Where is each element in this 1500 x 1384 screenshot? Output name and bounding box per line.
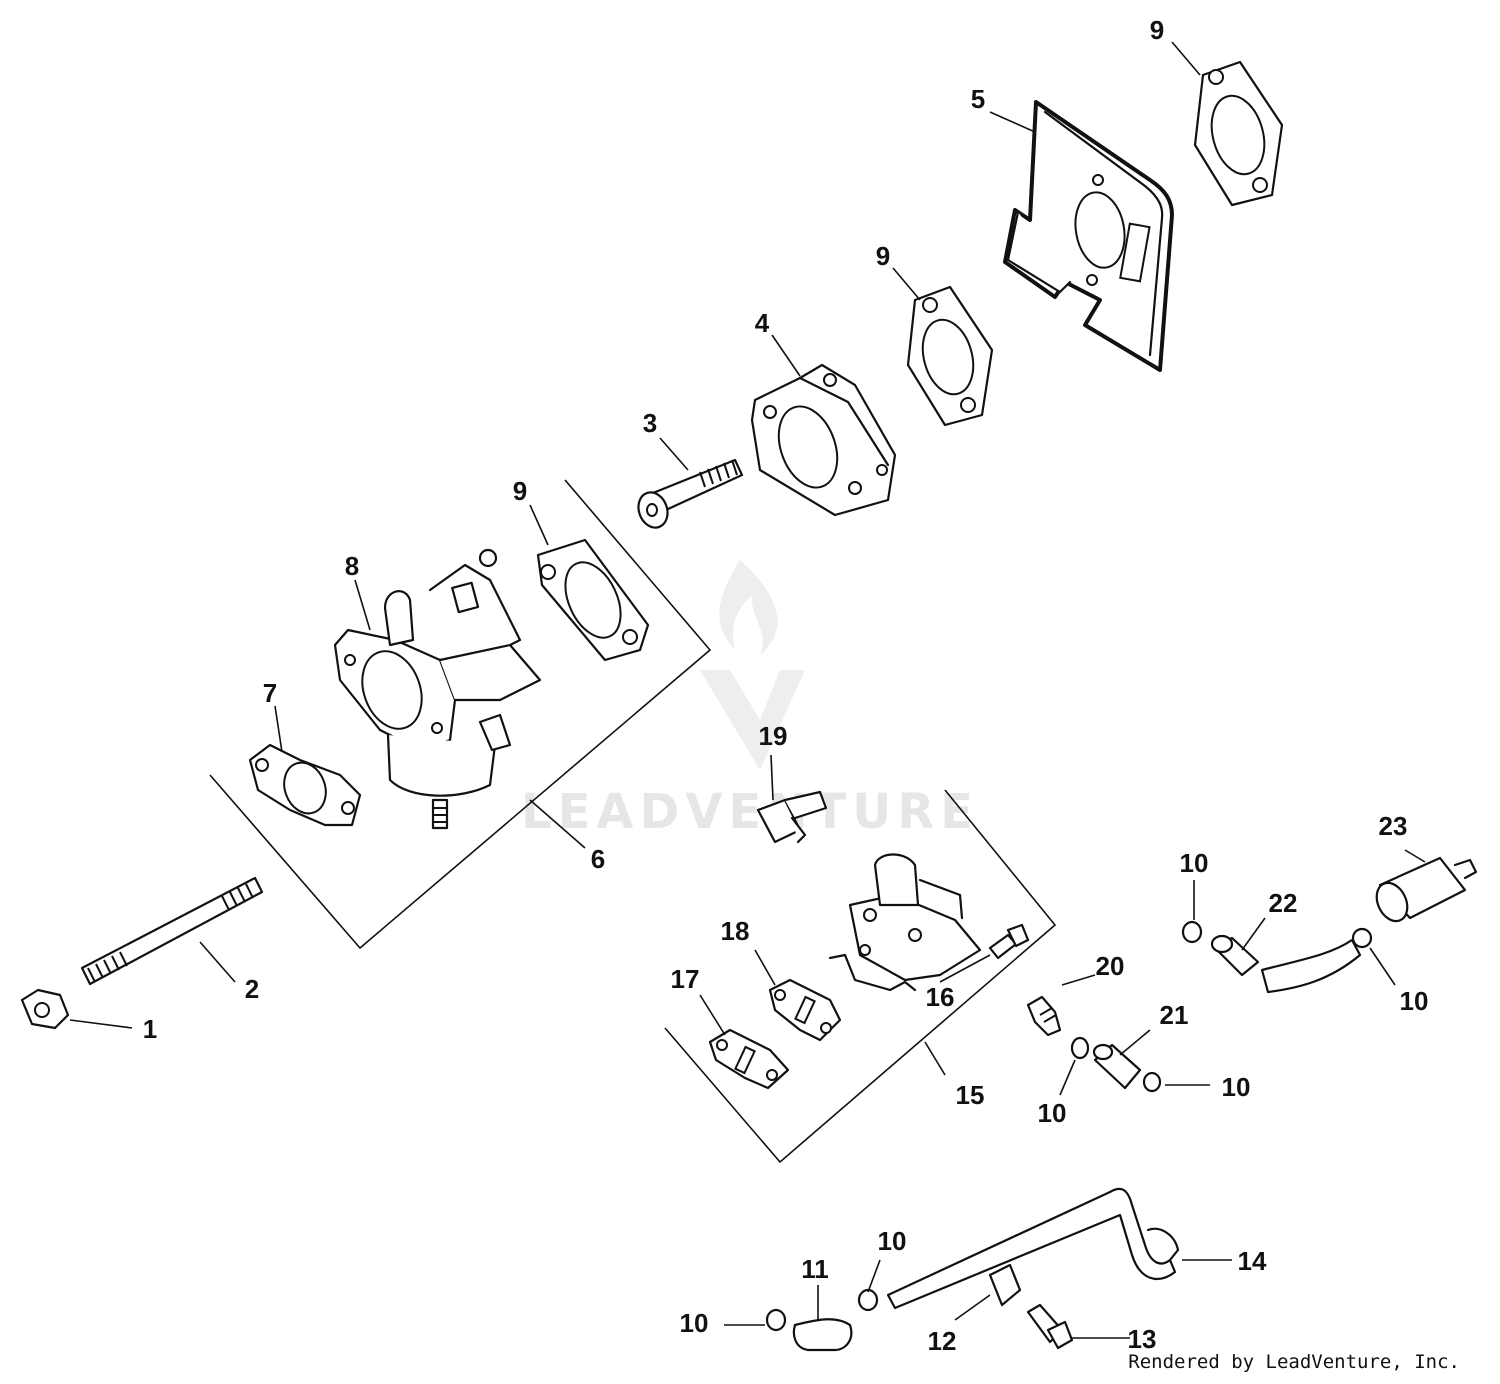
callout-10: 10: [1038, 1098, 1067, 1128]
callout-11: 11: [801, 1254, 829, 1284]
gasket-part: [768, 978, 842, 1042]
fitting-part: [1026, 995, 1062, 1037]
carburetor-part: [333, 548, 542, 830]
fuel-line-part: [886, 1187, 1180, 1310]
base-plate-part: [1003, 100, 1174, 372]
callout-8: 8: [345, 551, 359, 581]
callout-9-top: 9: [1150, 15, 1164, 45]
callout-15: 15: [956, 1080, 985, 1110]
elbow-hose-part: [792, 1318, 853, 1352]
callout-13: 13: [1128, 1324, 1157, 1354]
elbow-fitting-part: [756, 790, 828, 844]
gasket-part: [1193, 60, 1284, 207]
nut-part: [20, 988, 70, 1030]
hose-part: [1210, 934, 1362, 994]
callout-1: 1: [143, 1014, 157, 1044]
watermark-text: LEADVENTURE: [521, 784, 979, 840]
callout-10: 10: [878, 1226, 907, 1256]
gasket-part: [708, 1028, 790, 1090]
cap-screw-part: [637, 458, 744, 529]
callout-20: 20: [1096, 951, 1125, 981]
clip-part: [988, 1263, 1022, 1307]
callout-14: 14: [1238, 1246, 1267, 1276]
callout-9-middle: 9: [876, 241, 890, 271]
fuel-pump-part: [828, 853, 982, 992]
gasket-part: [906, 285, 994, 427]
callout-22: 22: [1269, 888, 1298, 918]
callout-10: 10: [1180, 848, 1209, 878]
callout-18: 18: [721, 916, 750, 946]
stud-part: [80, 876, 264, 986]
callout-labels: 1 2 3 4 5 6 7 8 9 9 9 10 10 10 10 10 10 …: [143, 15, 1429, 1356]
callout-5: 5: [971, 84, 985, 114]
callout-10: 10: [1222, 1072, 1251, 1102]
callout-10: 10: [680, 1308, 709, 1338]
bracket-lines: [209, 479, 1057, 1164]
render-credit: Rendered by LeadVenture, Inc.: [1128, 1351, 1460, 1373]
callout-6: 6: [591, 844, 605, 874]
callout-17: 17: [671, 964, 700, 994]
callout-16: 16: [926, 982, 955, 1012]
callout-2: 2: [245, 974, 259, 1004]
gasket-part: [248, 743, 362, 827]
callout-10: 10: [1400, 986, 1429, 1016]
callout-7: 7: [263, 678, 277, 708]
leader-lines: [69, 41, 1426, 1339]
watermark-logo: [700, 560, 805, 770]
hose-part: [1092, 1043, 1142, 1090]
callout-4: 4: [755, 308, 770, 338]
screw-part: [988, 923, 1030, 960]
callout-19: 19: [759, 721, 788, 751]
screw-part: [1026, 1303, 1074, 1350]
fuel-filter-part: [1375, 856, 1478, 923]
clamp-part: [765, 920, 1373, 1332]
callout-21: 21: [1160, 1000, 1189, 1030]
callout-23: 23: [1379, 811, 1408, 841]
callout-3: 3: [643, 408, 657, 438]
spacer-part: [750, 363, 897, 517]
callout-12: 12: [928, 1326, 957, 1356]
callout-9-lower: 9: [513, 476, 527, 506]
gasket-part: [536, 538, 650, 662]
